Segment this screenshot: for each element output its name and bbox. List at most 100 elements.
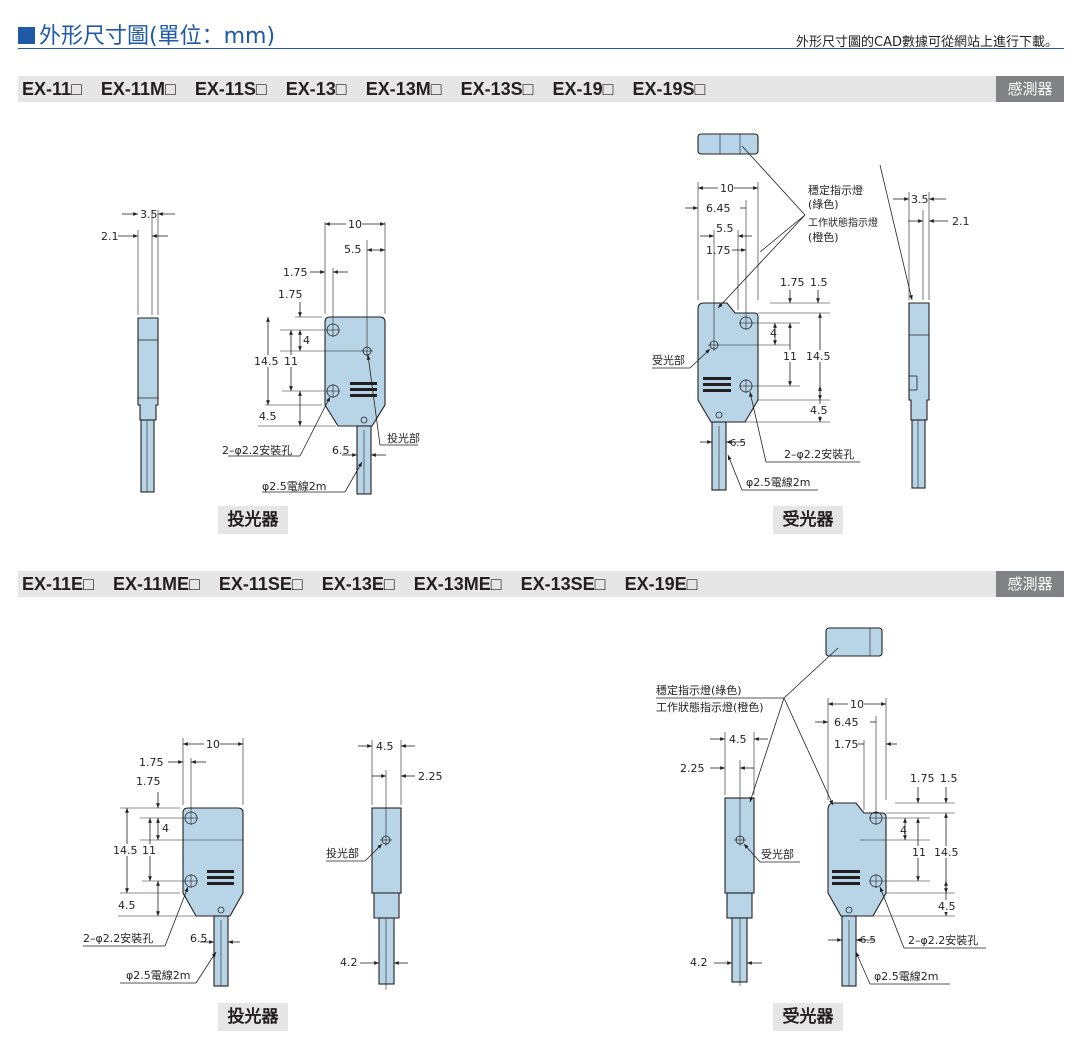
dim-label: 14.5 [254, 355, 279, 368]
stable-indicator-label: 穩定指示燈 [808, 183, 863, 197]
header-divider [18, 48, 1064, 49]
page-title-text: 外形尺寸圖(單位：mm) [39, 24, 276, 49]
s1-emitter-side-view: 3.5 2.1 [101, 208, 175, 493]
dim-label: 5.5 [716, 222, 734, 235]
dim-label: 11 [284, 355, 298, 368]
emitter-part-label: 投光部 [387, 431, 420, 445]
cable-label: φ2.5電線2m [262, 479, 326, 493]
section1-model-bar: EX-11□ EX-11M□ EX-11S□ EX-13□ EX-13M□ EX… [18, 76, 1064, 102]
section1-receiver-caption: 受光器 [773, 506, 843, 534]
s2-emitter-side-view: 4.5 2.25 投光部 4.2 [326, 740, 443, 990]
dim-label: 1.5 [940, 772, 958, 785]
dim-label: 6.45 [834, 716, 859, 729]
dim-label: 4.5 [376, 740, 394, 753]
stable-indicator-label: 穩定指示燈(綠色) [656, 683, 742, 697]
model-name: EX-13ME□ [413, 574, 502, 594]
mount-hole-label: 2–φ2.2安裝孔 [784, 447, 854, 461]
dim-label: 4.2 [690, 956, 708, 969]
dim-label: 14.5 [934, 846, 959, 859]
dim-label: 4 [303, 334, 310, 347]
dim-label: 4 [770, 327, 777, 340]
model-name: EX-19□ [552, 79, 614, 99]
cable-label: φ2.5電線2m [126, 968, 190, 982]
dim-label: 6.45 [706, 202, 731, 215]
model-name: EX-19S□ [632, 79, 706, 99]
section2-emitter-caption: 投光器 [218, 1003, 288, 1031]
dim-label: 4 [162, 822, 169, 835]
dim-label: 11 [142, 844, 156, 857]
dim-label: 11 [783, 350, 797, 363]
dim-label: 10 [720, 182, 734, 195]
dim-label: 10 [850, 698, 864, 711]
dim-label: 1.75 [283, 266, 308, 279]
section2-receiver-caption: 受光器 [773, 1003, 843, 1031]
dim-label: 3.5 [911, 193, 929, 206]
dim-label: 11 [912, 846, 926, 859]
dim-label: 14.5 [806, 350, 831, 363]
mount-hole-label: 2–φ2.2安裝孔 [222, 443, 292, 457]
dim-label: 5.5 [344, 243, 362, 256]
section2-model-bar: EX-11E□ EX-11ME□ EX-11SE□ EX-13E□ EX-13M… [18, 571, 1064, 597]
stable-indicator-color: (綠色) [808, 197, 839, 211]
dim-label: 2.25 [418, 770, 443, 783]
section1-model-list: EX-11□ EX-11M□ EX-11S□ EX-13□ EX-13M□ EX… [22, 79, 719, 100]
dim-label: 4.5 [729, 733, 747, 746]
mount-hole-label: 2–φ2.2安裝孔 [908, 933, 978, 947]
s2-emitter-front-view: 10 1.75 1.75 4 14.5 11 4.5 2–φ2.2安裝孔 6.5… [83, 738, 244, 987]
model-name: EX-11ME□ [112, 574, 200, 594]
dim-label: 6.5 [860, 935, 876, 946]
dim-label: 4 [900, 824, 907, 837]
dim-label: 1.75 [910, 772, 935, 785]
model-name: EX-11M□ [100, 79, 176, 99]
dim-label: 1.75 [780, 276, 805, 289]
model-name: EX-13S□ [460, 79, 534, 99]
dim-label: 1.75 [136, 775, 161, 788]
dim-label: 10 [348, 218, 362, 231]
dim-label: 2.1 [952, 215, 970, 228]
dim-label: 6.5 [190, 932, 208, 945]
section2-sensor-tag: 感測器 [996, 571, 1064, 597]
cable-label: φ2.5電線2m [874, 969, 938, 983]
dim-label: 1.75 [139, 756, 164, 769]
dim-label: 4.5 [938, 900, 956, 913]
s2-receiver-side-view: 4.5 2.25 受光部 4.2 [680, 732, 800, 986]
dim-label: 1.75 [278, 288, 303, 301]
dim-label: 4.2 [340, 956, 358, 969]
dim-label: 4.5 [118, 899, 136, 912]
dim-label: 4.5 [259, 410, 277, 423]
section1-emitter-caption: 投光器 [218, 506, 288, 534]
model-name: EX-13E□ [321, 574, 395, 594]
dim-label: 10 [206, 738, 220, 751]
s1-receiver-side-view: 3.5 2.1 [879, 164, 970, 489]
title-square-icon [18, 27, 35, 44]
model-name: EX-19E□ [624, 574, 698, 594]
model-name: EX-13□ [285, 79, 347, 99]
section2-model-list: EX-11E□ EX-11ME□ EX-11SE□ EX-13E□ EX-13M… [22, 574, 711, 595]
model-name: EX-11□ [22, 79, 82, 99]
dim-label: 3.5 [140, 208, 158, 221]
receiver-part-label: 受光部 [652, 353, 685, 367]
dim-label: 2.25 [680, 762, 705, 775]
s2-receiver-front-view: 穩定指示燈(綠色) 工作狀態指示燈(橙色) 10 6.45 1.75 1.75 … [656, 627, 986, 987]
emitter-part-label: 投光部 [326, 846, 359, 860]
model-name: EX-11S□ [194, 79, 267, 99]
dim-label: 1.75 [706, 244, 731, 257]
dim-label: 1.75 [834, 738, 859, 751]
operation-indicator-color: (橙色) [808, 230, 839, 244]
operation-indicator-label: 工作狀態指示燈 [808, 216, 878, 229]
s1-receiver-front-view: 10 6.45 5.5 1.75 穩定指示燈 (綠色) 工作狀態指示燈 (橙色)… [652, 133, 878, 491]
dim-label: 6.5 [332, 444, 350, 457]
cad-download-note: 外形尺寸圖的CAD數據可從網站上進行下載。 [796, 35, 1058, 50]
model-name: EX-11E□ [22, 574, 94, 594]
model-name: EX-13M□ [365, 79, 442, 99]
receiver-part-label: 受光部 [761, 847, 794, 861]
dim-label: 6.5 [730, 438, 746, 449]
dim-label: 4.5 [810, 404, 828, 417]
page-title: 外形尺寸圖(單位：mm) [18, 18, 275, 50]
model-name: EX-13SE□ [520, 574, 606, 594]
dim-label: 1.5 [810, 276, 828, 289]
dim-label: 14.5 [113, 844, 138, 857]
cable-label: φ2.5電線2m [746, 475, 810, 489]
model-name: EX-11SE□ [218, 574, 303, 594]
